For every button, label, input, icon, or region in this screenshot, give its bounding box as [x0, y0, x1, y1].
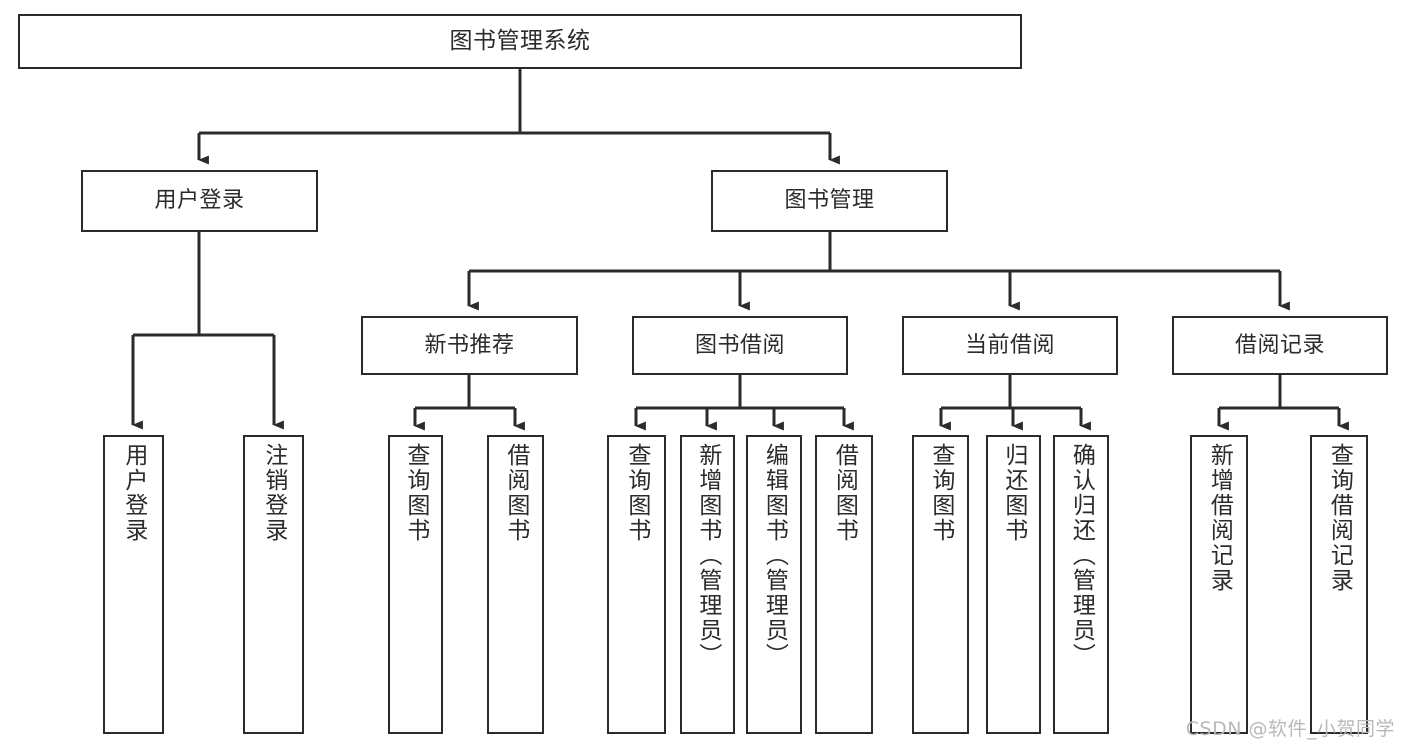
leaf-return-book[interactable]: 归还图书 — [986, 435, 1041, 734]
leaf-edit-book-admin[interactable]: 编辑图书（管理员） — [746, 435, 802, 734]
node-new-book-recommend[interactable]: 新书推荐 — [361, 316, 578, 375]
node-label: 归还图书 — [1000, 443, 1027, 543]
node-book-borrow[interactable]: 图书借阅 — [632, 316, 848, 375]
leaf-borrow-book-newbook[interactable]: 借阅图书 — [487, 435, 544, 734]
node-label: 借阅记录 — [1234, 332, 1325, 358]
leaf-confirm-return-admin[interactable]: 确认归还（管理员） — [1053, 435, 1109, 734]
leaf-borrow-book[interactable]: 借阅图书 — [815, 435, 873, 734]
node-label: 新书推荐 — [424, 332, 515, 358]
node-label: 借阅图书 — [831, 443, 858, 543]
leaf-user-login[interactable]: 用户登录 — [103, 435, 164, 734]
node-borrow-records[interactable]: 借阅记录 — [1172, 316, 1388, 375]
leaf-add-borrow-record[interactable]: 新增借阅记录 — [1190, 435, 1248, 734]
node-label: 用户登录 — [120, 443, 147, 543]
leaf-add-book-admin[interactable]: 新增图书（管理员） — [680, 435, 735, 734]
node-label: 图书借阅 — [694, 332, 785, 358]
leaf-logout-login[interactable]: 注销登录 — [243, 435, 304, 734]
node-current-borrow[interactable]: 当前借阅 — [902, 316, 1118, 375]
leaf-query-book-newbook[interactable]: 查询图书 — [388, 435, 443, 734]
leaf-query-book-borrow[interactable]: 查询图书 — [607, 435, 666, 734]
node-label: 图书管理系统 — [449, 28, 591, 54]
node-label: 新增借阅记录 — [1206, 443, 1233, 593]
watermark-text: CSDN @软件_小贺同学 — [1185, 718, 1395, 740]
node-label: 确认归还（管理员） — [1068, 443, 1095, 668]
node-label: 查询借阅记录 — [1326, 443, 1353, 593]
leaf-query-book-current[interactable]: 查询图书 — [912, 435, 969, 734]
node-user-login[interactable]: 用户登录 — [81, 170, 318, 232]
node-root-book-management-system[interactable]: 图书管理系统 — [18, 14, 1022, 69]
node-label: 新增图书（管理员） — [694, 443, 721, 668]
node-label: 查询图书 — [402, 443, 429, 543]
node-label: 查询图书 — [623, 443, 650, 543]
node-label: 用户登录 — [154, 188, 245, 213]
node-label: 编辑图书（管理员） — [761, 443, 788, 668]
node-label: 查询图书 — [927, 443, 954, 543]
leaf-query-borrow-record[interactable]: 查询借阅记录 — [1310, 435, 1368, 734]
node-label: 当前借阅 — [964, 332, 1055, 358]
node-label: 注销登录 — [260, 443, 287, 543]
node-label: 图书管理 — [784, 188, 875, 213]
node-label: 借阅图书 — [502, 443, 529, 543]
node-book-management[interactable]: 图书管理 — [711, 170, 948, 232]
